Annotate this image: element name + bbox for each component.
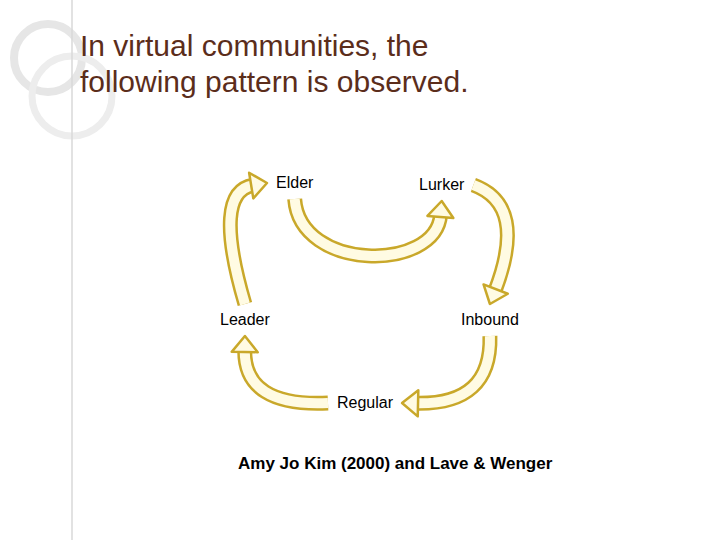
stage-label: Elder xyxy=(272,172,317,194)
stage-label: Leader xyxy=(216,309,274,331)
arrow-outline xyxy=(295,199,441,256)
arrow-head xyxy=(402,390,418,416)
block-arrow xyxy=(295,199,454,256)
block-arrow xyxy=(473,185,507,304)
decor-line xyxy=(71,0,73,540)
arrow-fill xyxy=(230,185,253,304)
block-arrow xyxy=(230,173,267,304)
arrow-fill xyxy=(473,185,507,291)
arrow-fill xyxy=(416,336,490,403)
stage-label: Regular xyxy=(333,392,397,414)
stage-name: Inbound xyxy=(461,311,519,329)
arrow-outline xyxy=(230,185,253,304)
arrow-outline xyxy=(473,185,507,291)
stage-label: Lurker xyxy=(415,174,468,196)
arrow-outline xyxy=(416,336,490,403)
block-arrow xyxy=(402,336,490,416)
arrow-head xyxy=(249,173,267,199)
arrow-fill xyxy=(245,350,328,403)
stage-name: Elder xyxy=(276,174,313,192)
stage-name: Regular xyxy=(337,394,393,412)
stage-name: Lurker xyxy=(419,176,464,194)
stage-name: Leader xyxy=(220,311,270,329)
stage-label: Inbound xyxy=(457,309,523,331)
arrow-fill xyxy=(295,199,441,256)
block-arrow xyxy=(232,336,328,403)
arrow-head xyxy=(484,284,508,304)
citation-caption: Amy Jo Kim (2000) and Lave & Wenger xyxy=(238,454,552,474)
arrow-outline xyxy=(245,350,328,403)
slide-title: In virtual communities, the following pa… xyxy=(80,28,510,100)
arrow-head xyxy=(427,201,453,218)
arrow-head xyxy=(232,336,258,352)
